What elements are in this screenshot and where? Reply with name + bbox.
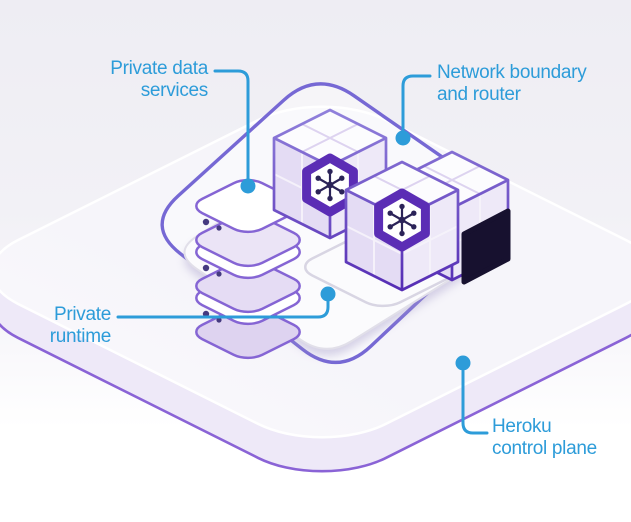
connector-dots (240, 130, 471, 371)
label-network-boundary: Network boundary and router (437, 62, 587, 106)
dot-private-data-services (240, 178, 256, 194)
label-line: and router (437, 84, 521, 105)
connector-heroku-control-plane (461, 369, 489, 435)
label-private-data-services: Private data services (110, 58, 208, 102)
connector-network-boundary (401, 74, 432, 138)
label-line: Private data (110, 58, 208, 79)
database-indicator-dots (202, 218, 222, 323)
label-line: Heroku (492, 416, 552, 437)
dyno-cube-2 (344, 160, 460, 292)
dot-network-boundary (395, 130, 411, 146)
label-line: control plane (492, 438, 597, 459)
label-line: services (140, 80, 209, 101)
connector-private-runtime (116, 294, 330, 319)
label-heroku-control-plane: Heroku control plane (492, 416, 597, 460)
connector-private-data-services (213, 69, 250, 186)
dot-heroku-control-plane (455, 355, 471, 371)
label-line: Private (53, 304, 111, 325)
network-node-asterisk-icon (379, 193, 426, 247)
dot-private-runtime (320, 286, 336, 302)
label-private-runtime: Private runtime (49, 304, 112, 348)
label-line: Network boundary (437, 62, 587, 83)
router-panel (461, 208, 511, 285)
label-line: runtime (49, 326, 112, 347)
